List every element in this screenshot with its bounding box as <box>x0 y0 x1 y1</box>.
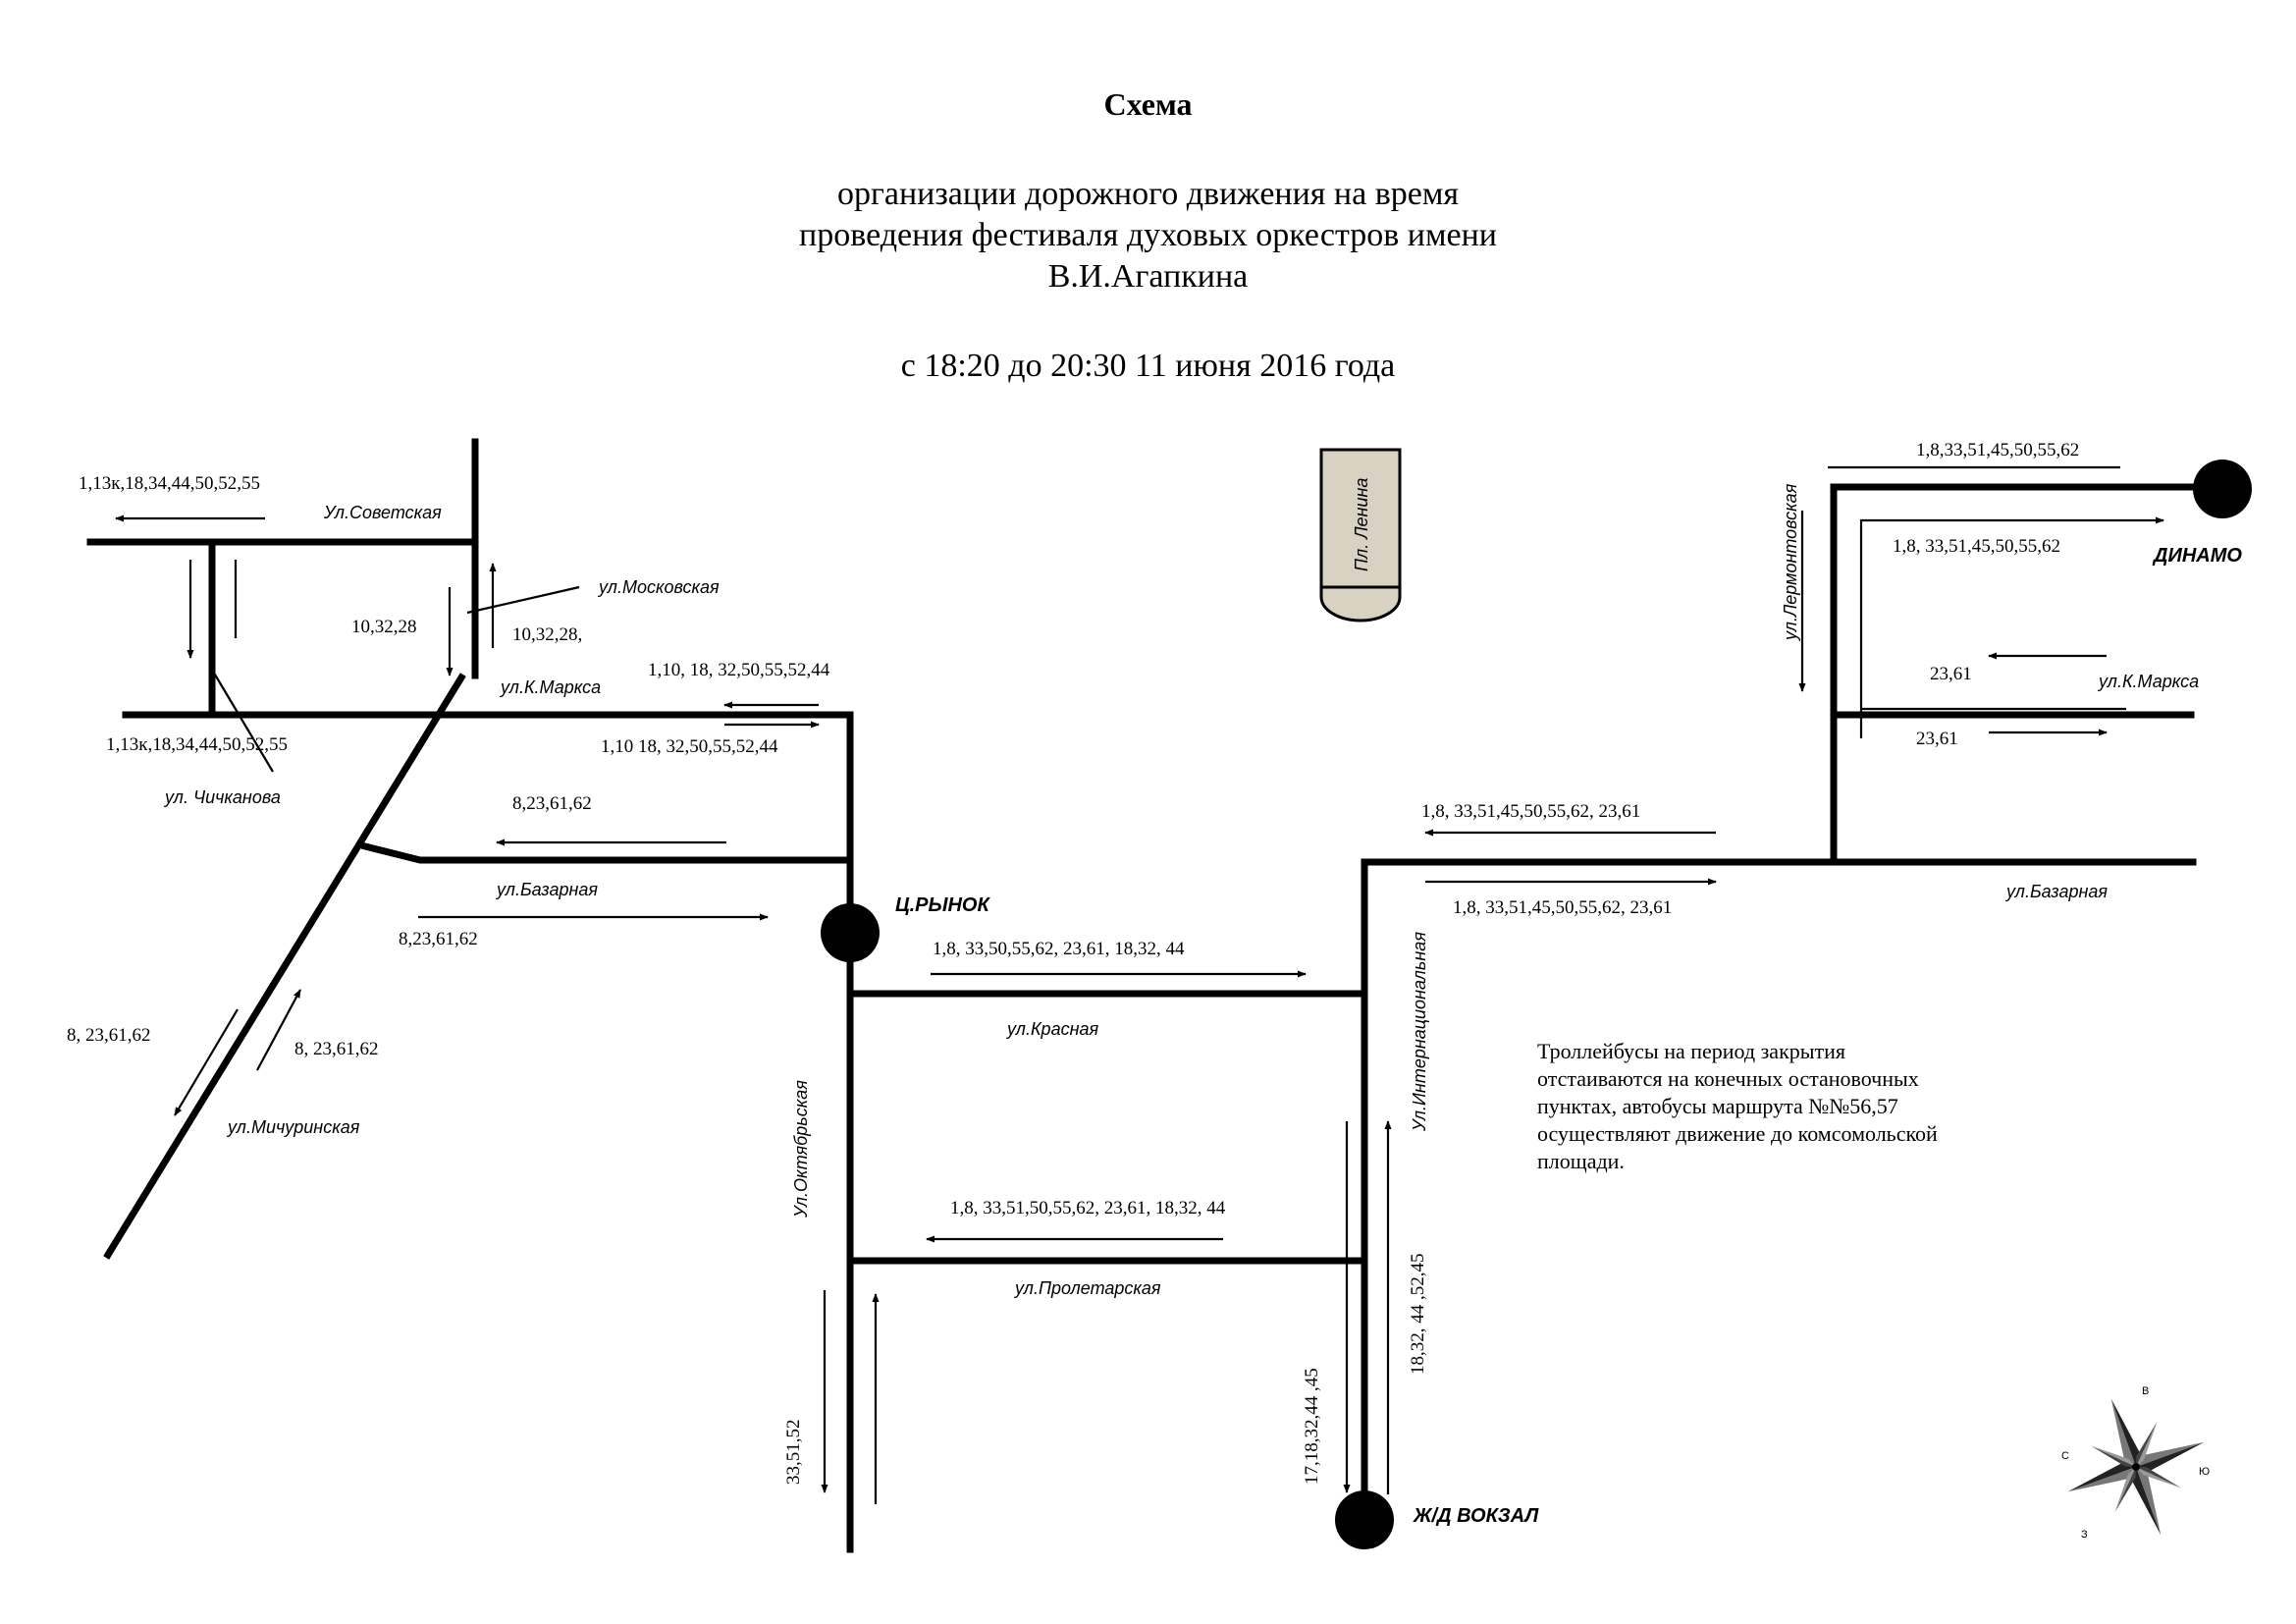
route-bazarnaya-left-east: 8,23,61,62 <box>399 929 478 949</box>
stop-dinamo <box>2193 460 2252 518</box>
stop-central-market-label: Ц.РЫНОК <box>895 894 990 916</box>
route-vokzal-down: 17,18,32,44 ,45 <box>1302 1368 1322 1485</box>
route-k-marksa-right-east: 23,61 <box>1916 729 1958 749</box>
scheme-title: Схема <box>1103 86 1193 122</box>
lenin-square: Пл. Ленина <box>1319 448 1402 623</box>
route-k-marksa-right-west: 23,61 <box>1930 664 1972 684</box>
stop-railway-station <box>1335 1490 1394 1549</box>
street-moskovskaya-label: ул.Московская <box>597 577 720 597</box>
scheme-subtitle-line-2: проведения фестиваля духовых оркестров и… <box>799 217 1497 253</box>
route-moskovskaya-up: 10,32,28, <box>512 624 582 645</box>
street-lermontovskaya-label: ул.Лермонтовская <box>1781 483 1800 642</box>
arrow-dinamo-bottom <box>1859 516 2164 738</box>
note-line-1: Троллейбусы на период закрытия <box>1537 1039 1845 1063</box>
route-sovetskaya-west: 1,13к,18,34,44,50,52,55 <box>79 473 260 494</box>
road-michurinskaya <box>103 673 466 1260</box>
route-bazarnaya-right-west: 1,8, 33,51,45,50,55,62, 23,61 <box>1421 801 1640 822</box>
route-labels: 1,13к,18,34,44,50,52,55 1,13к,18,34,44,5… <box>67 440 2079 1485</box>
route-michurinskaya-up: 8, 23,61,62 <box>294 1039 379 1059</box>
route-arrows <box>115 465 2164 1504</box>
scheme-date-range: с 18:20 до 20:30 11 июня 2016 года <box>900 348 1396 384</box>
street-sovetskaya-label: Ул.Советская <box>323 503 442 522</box>
roads <box>86 438 2205 1553</box>
note-line-2: отстаиваются на конечных остановочных <box>1537 1066 1919 1091</box>
arrow-michurinskaya-down <box>174 1008 239 1116</box>
street-k-marksa-right-label: ул.К.Маркса <box>2097 672 2199 691</box>
arrow-michurinskaya-up <box>256 989 301 1071</box>
stop-dinamo-label: ДИНАМО <box>2152 545 2242 567</box>
pointer-moskovskaya <box>466 585 580 615</box>
pointer-chichkanova <box>211 669 274 773</box>
route-k-marksa-west-bottom: 1,13к,18,34,44,50,52,55 <box>106 734 288 755</box>
note-line-5: площади. <box>1537 1149 1625 1173</box>
street-labels: Ул.Советская ул.Московская ул.К.Маркса у… <box>163 483 2199 1298</box>
route-michurinskaya-down: 8, 23,61,62 <box>67 1025 151 1046</box>
stop-central-market <box>821 903 880 962</box>
route-oktyabrskaya-south: 33,51,52 <box>783 1420 804 1486</box>
compass-rose-icon <box>2067 1398 2205 1536</box>
street-bazarnaya-right-label: ул.Базарная <box>2004 882 2108 901</box>
road-bazarnaya-left <box>360 841 854 864</box>
compass-letters: С В Ю З <box>2061 1385 2210 1541</box>
street-michurinskaya-label: ул.Мичуринская <box>226 1117 360 1137</box>
note-line-3: пунктах, автобусы маршрута №№56,57 <box>1537 1094 1898 1118</box>
route-bazarnaya-left-west: 8,23,61,62 <box>512 793 592 814</box>
route-dinamo-top: 1,8,33,51,45,50,55,62 <box>1916 440 2079 460</box>
route-dinamo-bottom: 1,8, 33,51,45,50,55,62 <box>1893 536 2060 557</box>
stop-railway-station-label: Ж/Д ВОКЗАЛ <box>1413 1505 1539 1527</box>
route-krasnaya-east: 1,8, 33,50,55,62, 23,61, 18,32, 44 <box>933 939 1185 959</box>
street-oktyabrskaya-label: Ул.Октябрьская <box>791 1080 811 1218</box>
stops: Ц.РЫНОК ДИНАМО Ж/Д ВОКЗАЛ <box>821 460 2252 1549</box>
route-vokzal-up: 18,32, 44 ,52,45 <box>1408 1254 1428 1376</box>
scheme-subtitle-line-1: организации дорожного движения на время <box>836 176 1460 212</box>
compass-west: З <box>2081 1529 2088 1541</box>
compass-north: С <box>2061 1450 2069 1462</box>
street-bazarnaya-left-label: ул.Базарная <box>495 880 598 899</box>
note-line-4: осуществляют движение до комсомольской <box>1537 1121 1938 1146</box>
route-moskovskaya-down: 10,32,28 <box>351 617 417 637</box>
route-k-marksa-top: 1,10, 18, 32,50,55,52,44 <box>648 660 830 680</box>
compass-east: В <box>2142 1385 2149 1397</box>
compass-south: Ю <box>2199 1466 2210 1478</box>
street-proletarskaya-label: ул.Пролетарская <box>1013 1278 1161 1298</box>
scheme-subtitle-line-3: В.И.Агапкина <box>1047 258 1249 295</box>
lenin-square-label: Пл. Ленина <box>1352 478 1371 571</box>
route-k-marksa-bottom: 1,10 18, 32,50,55,52,44 <box>601 736 778 757</box>
street-chichkanova-label: ул. Чичканова <box>163 787 281 807</box>
street-krasnaya-label: ул.Красная <box>1005 1019 1098 1039</box>
street-internatsionalnaya-label: Ул.Интернациональная <box>1410 932 1429 1132</box>
route-bazarnaya-right-east: 1,8, 33,51,45,50,55,62, 23,61 <box>1453 897 1672 918</box>
route-proletarskaya-west: 1,8, 33,51,50,55,62, 23,61, 18,32, 44 <box>950 1198 1226 1218</box>
trolleybus-note: Троллейбусы на период закрытия отстаиваю… <box>1537 1039 1938 1173</box>
street-k-marksa-left-label: ул.К.Маркса <box>499 677 601 697</box>
